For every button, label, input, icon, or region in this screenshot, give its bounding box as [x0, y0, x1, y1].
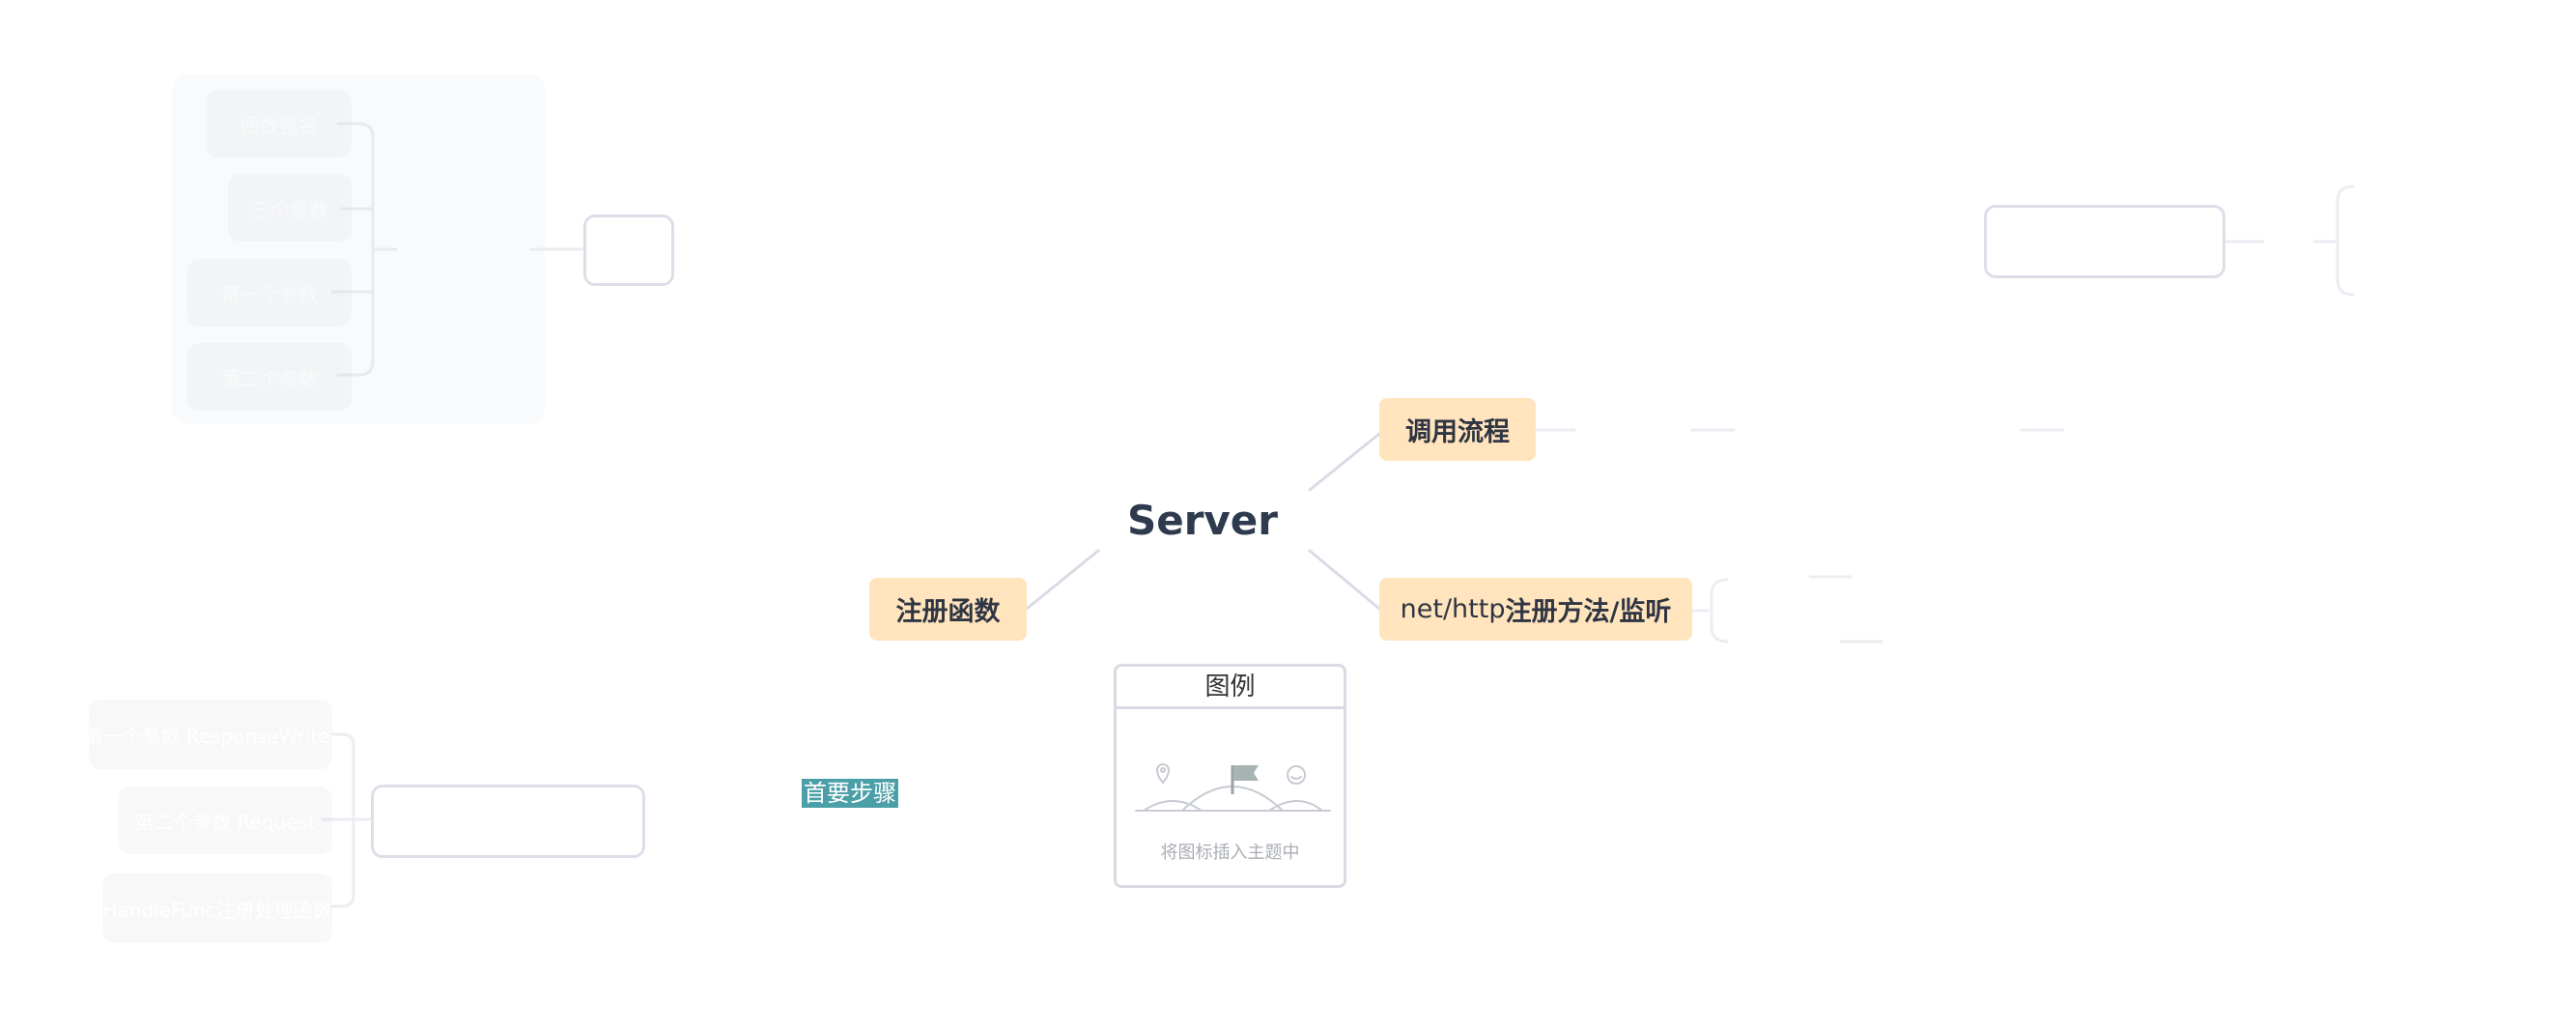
faded-node: 第一个参数 ResponseWriter	[83, 700, 338, 769]
legend-panel[interactable]: 图例 将图标插入主题中	[1114, 664, 1346, 888]
faded-node-box[interactable]	[1984, 205, 2225, 278]
faded-node: 第二个参数	[187, 343, 352, 411]
faded-bracket	[1710, 578, 1729, 644]
connector-register	[1025, 549, 1100, 611]
connector-call-flow	[1308, 432, 1381, 492]
faded-node: 函数签名	[207, 90, 352, 157]
legend-title: 图例	[1117, 667, 1344, 709]
highlight-label[interactable]: 首要步骤	[802, 779, 898, 808]
topic-net-http-suffix: 注册方法/监听	[1505, 597, 1672, 627]
faded-node-box[interactable]	[371, 785, 645, 858]
topic-call-flow[interactable]: 调用流程	[1379, 398, 1536, 461]
legend-illustration-icon	[1135, 763, 1331, 812]
topic-register-function[interactable]: 注册函数	[869, 578, 1027, 641]
topic-net-http-prefix: net/http	[1400, 594, 1506, 624]
faded-node-box[interactable]	[583, 215, 674, 286]
central-topic[interactable]: Server	[1126, 496, 1279, 544]
faded-subtree-top-left	[172, 74, 545, 424]
faded-bracket	[2335, 185, 2355, 297]
faded-node: HandleFunc注册处理函数	[102, 873, 332, 943]
faded-node: 第二个参数 Request	[118, 787, 332, 854]
legend-hint: 将图标插入主题中	[1160, 843, 1300, 863]
faded-node: 三个参数	[228, 174, 352, 242]
connector-net-http	[1308, 549, 1381, 611]
faded-bracket	[330, 732, 355, 908]
faded-node: 第一个参数	[187, 259, 352, 327]
